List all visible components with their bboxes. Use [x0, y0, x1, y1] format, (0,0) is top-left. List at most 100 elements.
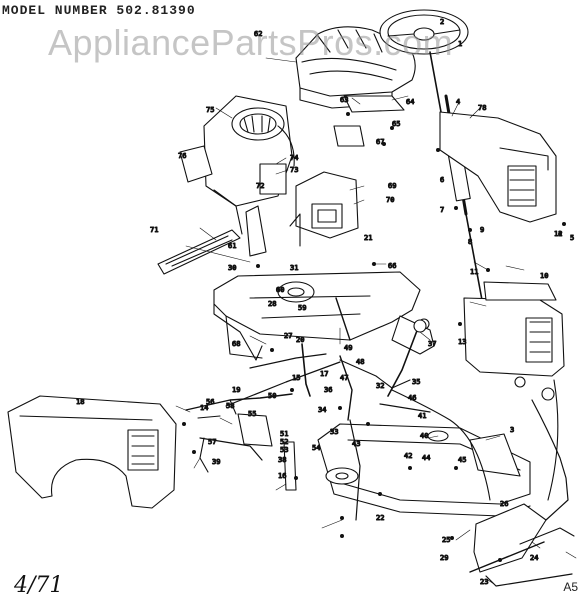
callout-28: 28	[268, 300, 276, 308]
page-reference: A5	[563, 580, 578, 594]
callout-45: 45	[458, 456, 466, 464]
callout-33: 33	[330, 428, 338, 436]
watermark: AppliancePartsPros.com	[48, 22, 454, 63]
callout-11: 11	[470, 268, 478, 276]
callout-76: 76	[178, 152, 186, 160]
callout-19: 19	[232, 386, 240, 394]
callout-16: 16	[278, 472, 286, 480]
drive-belt	[157, 229, 241, 275]
control-cable	[349, 389, 491, 521]
callout-49: 49	[344, 344, 352, 352]
callout-13: 13	[458, 338, 466, 346]
engine	[179, 95, 295, 235]
steering-column	[429, 51, 483, 301]
callout-4: 4	[456, 98, 460, 106]
callout-36: 36	[324, 386, 332, 394]
callout-20: 20	[296, 336, 304, 344]
callout-5: 5	[570, 234, 574, 242]
linkage-rods	[185, 353, 431, 473]
callout-43: 43	[352, 440, 360, 448]
callout-62: 62	[254, 30, 262, 38]
callout-15: 15	[292, 374, 300, 382]
callout-72: 72	[256, 182, 264, 190]
callout-48: 48	[356, 358, 364, 366]
callout-47: 47	[340, 374, 348, 382]
callout-29: 29	[440, 554, 448, 562]
callout-78: 78	[478, 104, 486, 112]
callout-37: 37	[428, 340, 436, 348]
callout-39: 39	[212, 458, 220, 466]
callout-56: 56	[206, 398, 214, 406]
callout-30: 30	[228, 264, 236, 272]
callout-75: 75	[206, 106, 214, 114]
leader-lines	[175, 57, 577, 585]
callout-2: 2	[440, 18, 444, 26]
callout-35: 35	[412, 378, 420, 386]
callout-27: 27	[284, 332, 292, 340]
callout-53: 53	[280, 446, 288, 454]
callout-8: 8	[468, 238, 472, 246]
callout-41: 41	[418, 412, 426, 420]
callout-73: 73	[290, 166, 298, 174]
callout-26: 26	[500, 500, 508, 508]
callout-52: 52	[280, 438, 288, 446]
callout-42: 42	[404, 452, 412, 460]
callout-54: 54	[312, 444, 320, 452]
callout-18: 18	[76, 398, 84, 406]
model-number: MODEL NUMBER 502.81390	[2, 3, 196, 18]
callout-22: 22	[376, 514, 384, 522]
control-levers	[301, 319, 427, 421]
callout-32: 32	[376, 382, 384, 390]
callout-58: 58	[226, 402, 234, 410]
hood	[463, 281, 565, 377]
callout-69: 69	[388, 182, 396, 190]
callout-60: 60	[276, 286, 284, 294]
callout-55: 55	[248, 410, 256, 418]
callout-59: 59	[298, 304, 306, 312]
callout-68: 68	[232, 340, 240, 348]
callout-21: 21	[364, 234, 372, 242]
callout-61: 61	[228, 242, 236, 250]
callout-63: 63	[340, 96, 348, 104]
seat-bracket	[333, 95, 405, 147]
callout-6: 6	[440, 176, 444, 184]
callout-14: 14	[200, 404, 208, 412]
callout-10: 10	[540, 272, 548, 280]
fender	[7, 395, 177, 509]
fasteners	[182, 112, 566, 562]
frame-plate	[213, 271, 435, 361]
callout-71: 71	[150, 226, 158, 234]
callout-40: 40	[420, 432, 428, 440]
callout-67: 67	[376, 138, 384, 146]
callout-labels: 62 64 63 4 78 75 76 74 73 72 71 61 30 69…	[75, 17, 574, 586]
dash-panel	[439, 111, 557, 223]
handwritten-date: 4/71	[14, 573, 64, 598]
callout-38: 38	[278, 456, 286, 464]
callout-31: 31	[290, 264, 298, 272]
callout-7: 7	[440, 206, 444, 214]
callout-3: 3	[510, 426, 514, 434]
callout-25: 25	[442, 536, 450, 544]
callout-74: 74	[290, 154, 298, 162]
callout-9: 9	[480, 226, 484, 234]
callout-17: 17	[320, 370, 328, 378]
callout-23: 23	[480, 578, 488, 586]
callout-65: 65	[392, 120, 400, 128]
callout-34: 34	[318, 406, 326, 414]
steering-wheel	[379, 9, 469, 55]
callout-57: 57	[208, 438, 216, 446]
callout-44: 44	[422, 454, 430, 462]
callout-64: 64	[406, 98, 414, 106]
callout-46: 46	[408, 394, 416, 402]
callout-51: 51	[280, 430, 288, 438]
callout-12: 12	[554, 230, 562, 238]
lower-chassis	[237, 413, 531, 517]
callout-66: 66	[388, 262, 396, 270]
callout-50: 50	[268, 392, 276, 400]
callout-24: 24	[530, 554, 538, 562]
mount-bracket	[245, 171, 359, 257]
callout-1: 1	[458, 40, 462, 48]
callout-70: 70	[386, 196, 394, 204]
